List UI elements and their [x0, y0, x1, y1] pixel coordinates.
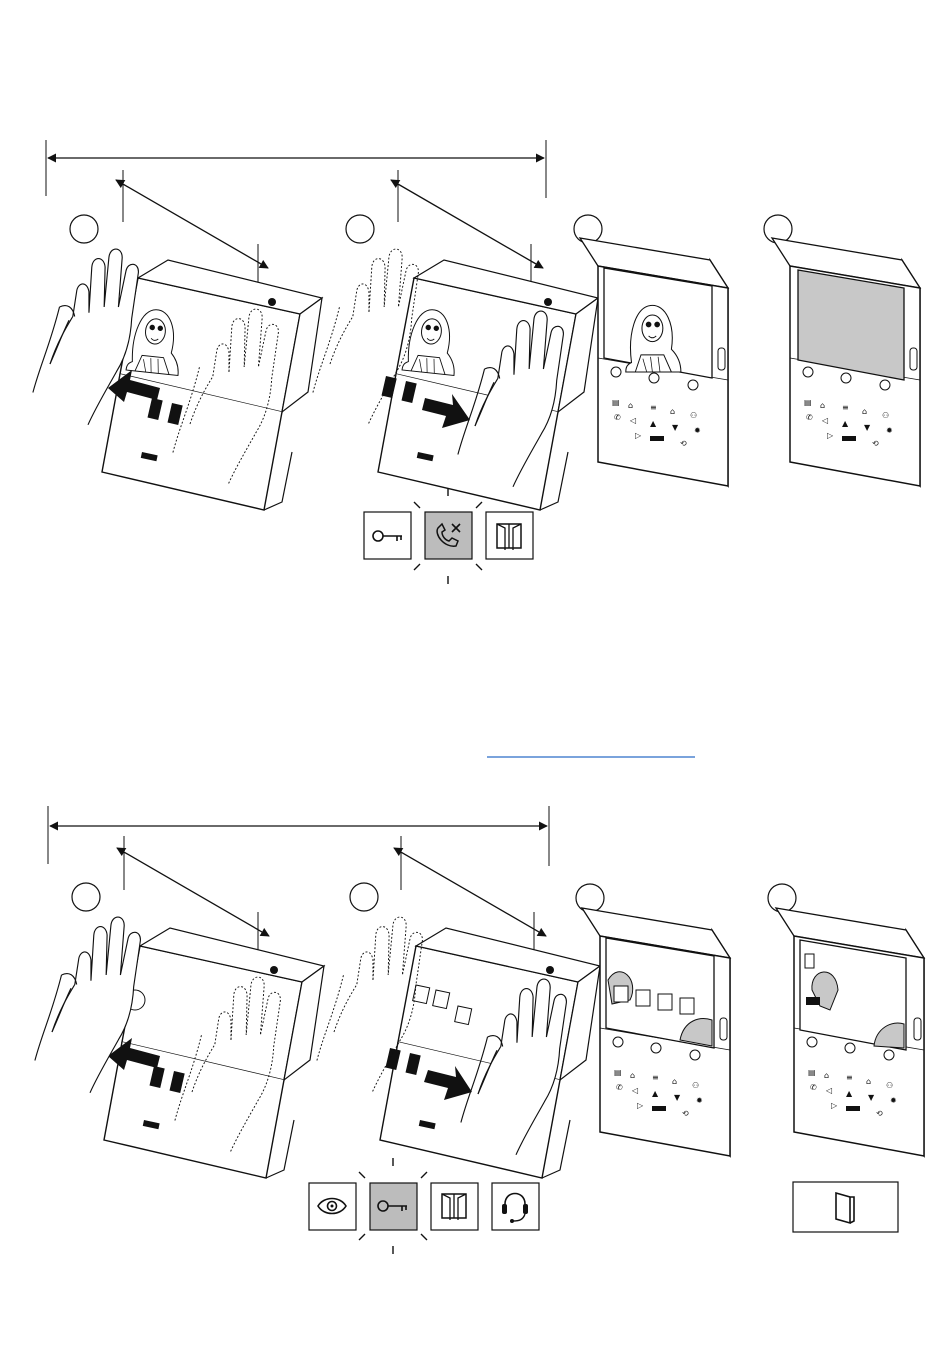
step-1-hands-swipe-left: [33, 249, 322, 510]
step-3-monitor-menu: [582, 908, 730, 1156]
step-circle: [346, 215, 374, 243]
hang-up-icon-box: [425, 512, 472, 559]
dimension-overall-top: [46, 140, 546, 198]
step-circle: [768, 884, 796, 912]
step-circle: [70, 215, 98, 243]
headset-icon-box: [492, 1183, 539, 1230]
step-circle: [72, 883, 100, 911]
bottom-sequence: [35, 806, 924, 1254]
step-circle: [576, 884, 604, 912]
step-3-monitor-video: [580, 238, 728, 486]
step-1-hands-swipe-left-menu: [35, 917, 324, 1178]
door-icon-row: [793, 1182, 898, 1232]
step-4-monitor-standby: [776, 908, 924, 1156]
top-sequence: [33, 140, 920, 584]
step-2-hands-swipe-right: [313, 249, 598, 510]
step-2-hands-swipe-right-menu: [317, 917, 600, 1178]
dimension-overall-bottom: [48, 806, 549, 866]
step-4-monitor-blank: [772, 238, 920, 486]
step-circle: [350, 883, 378, 911]
door-icon-box: [793, 1182, 898, 1232]
bottom-icon-row: [309, 1158, 539, 1254]
